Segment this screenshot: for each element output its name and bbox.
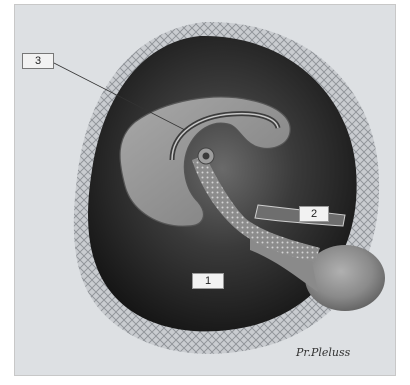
- label-box-1: 1: [192, 273, 224, 289]
- heart-center: [203, 153, 210, 160]
- label-1-text: 1: [205, 275, 211, 287]
- label-box-3: 3: [22, 53, 54, 69]
- label-3-text: 3: [35, 55, 41, 67]
- label-box-2: 2: [299, 206, 329, 222]
- artist-signature: Pr.Pleluss: [295, 346, 351, 359]
- label-2-text: 2: [311, 208, 317, 220]
